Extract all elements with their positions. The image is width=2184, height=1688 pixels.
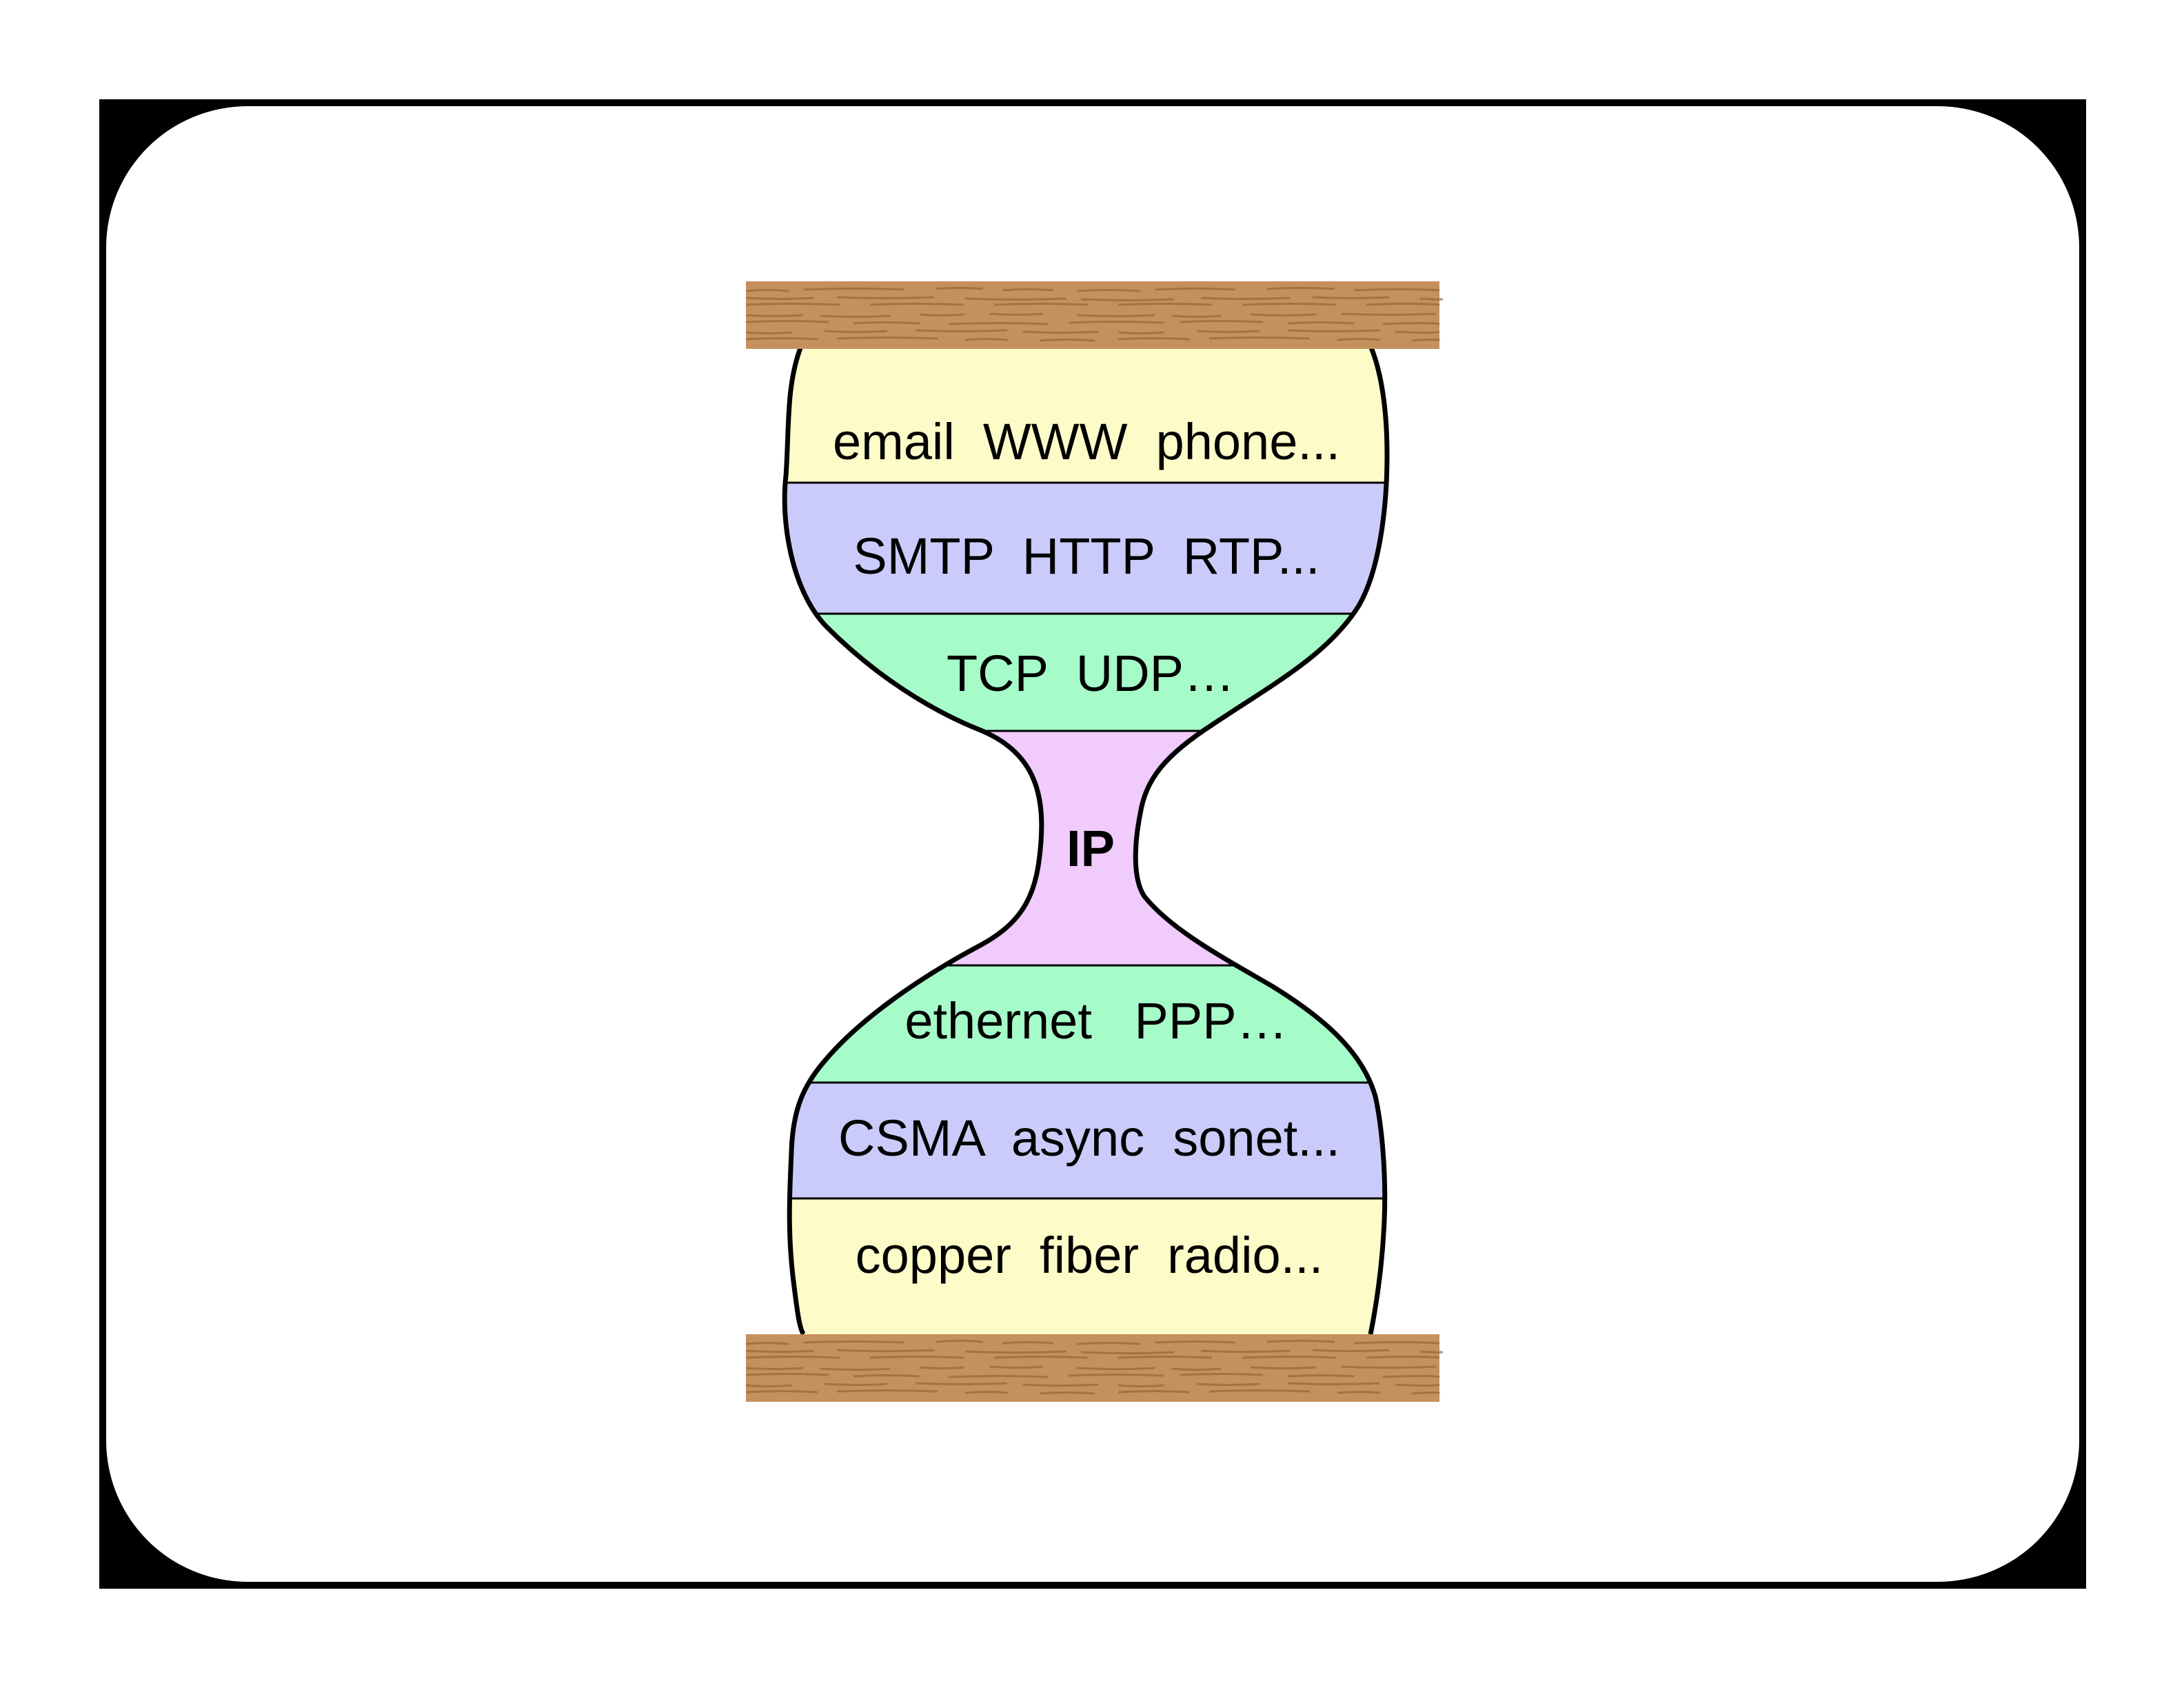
wood-grain-line [745, 1382, 1440, 1387]
layer-band-physical [785, 1198, 1387, 1334]
ip-layer-label: IP [1066, 820, 1115, 877]
wood-grain-line [745, 1340, 1440, 1345]
wood-grain-line [745, 329, 1440, 334]
layer-band-application [785, 346, 1387, 483]
bottom-wood-board [745, 1334, 1444, 1402]
wood-grain-line [745, 303, 1440, 306]
wood-grain-line [745, 1373, 1440, 1378]
wood-grain-line [745, 320, 1440, 325]
wood-grain-line [745, 1349, 1444, 1354]
wood-grain-line [745, 287, 1440, 292]
application-layer-label: email WWW phone... [833, 413, 1340, 470]
top-wood-board [745, 281, 1444, 349]
link-layer-label: ethernet PPP… [904, 992, 1287, 1049]
mac-layer-label: CSMA async sonet... [838, 1109, 1340, 1167]
wood-grain-line [745, 1389, 1441, 1395]
wood-grain-line [745, 296, 1444, 301]
layer-band-mac [785, 1083, 1387, 1198]
protocol-layer-label: SMTP HTTP RTP... [853, 528, 1320, 585]
wood-grain-line [745, 1365, 1437, 1371]
wood-grain-line [745, 1356, 1440, 1359]
hourglass-outline [782, 345, 1390, 1336]
layer-band-protocols [785, 483, 1387, 614]
wood-grain-line [745, 336, 1441, 342]
wood-grain-line [745, 312, 1437, 318]
transport-layer-label: TCP UDP… [947, 645, 1235, 702]
physical-layer-label: copper fiber radio... [856, 1227, 1324, 1284]
